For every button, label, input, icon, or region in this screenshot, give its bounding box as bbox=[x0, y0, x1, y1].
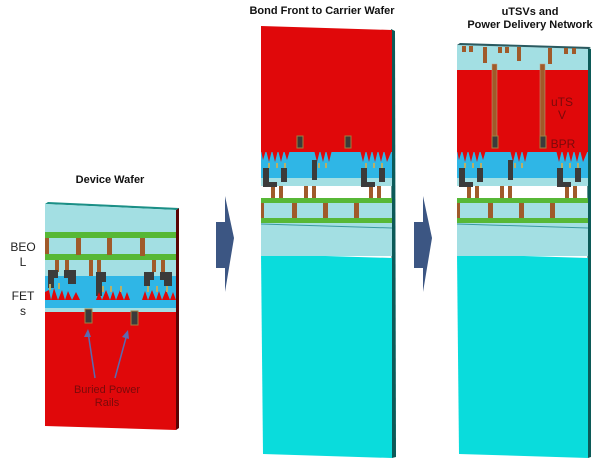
via bbox=[76, 238, 81, 255]
thinned-silicon bbox=[261, 26, 392, 152]
fin-array bbox=[45, 288, 176, 300]
annotation-arrow bbox=[87, 331, 96, 379]
buried-power-rail bbox=[344, 135, 352, 149]
buried-power-rails-label: Buried Power Rails bbox=[73, 384, 141, 409]
annotation-arrow bbox=[114, 333, 128, 379]
bpr-label: BPR bbox=[550, 137, 576, 151]
buried-power-rail bbox=[491, 135, 499, 149]
mol-contact bbox=[575, 168, 581, 182]
bond-interface bbox=[456, 223, 589, 229]
buried-power-rail bbox=[84, 308, 93, 324]
bonded-wafer-edge bbox=[391, 29, 396, 458]
via bbox=[279, 185, 283, 198]
via bbox=[573, 185, 577, 198]
via bbox=[488, 203, 493, 218]
beol-metal-line bbox=[45, 254, 176, 260]
mol-contact bbox=[477, 168, 483, 182]
mol-contact bbox=[96, 272, 106, 296]
beol-metal-line bbox=[457, 218, 588, 223]
via bbox=[271, 185, 275, 198]
device-substrate bbox=[45, 300, 176, 430]
arrowhead-icon bbox=[122, 330, 129, 339]
via bbox=[550, 203, 555, 218]
buried-power-rail bbox=[130, 310, 139, 326]
via bbox=[152, 260, 156, 272]
carrier-wafer bbox=[457, 254, 588, 458]
panel-title-utsv-wafer: uTSVs and Power Delivery Network bbox=[467, 6, 593, 31]
utsv-label: uTS V bbox=[550, 95, 573, 122]
mol-contact bbox=[144, 272, 154, 286]
beol-metal-line bbox=[457, 198, 588, 203]
via bbox=[565, 185, 569, 198]
via bbox=[45, 238, 49, 254]
mol-contact bbox=[281, 168, 287, 182]
right-arrow-icon bbox=[414, 196, 432, 292]
gate-array bbox=[49, 283, 168, 292]
via bbox=[97, 260, 101, 272]
via bbox=[508, 185, 512, 198]
mol-contact bbox=[379, 168, 385, 182]
utsv-wafer-stack bbox=[456, 43, 591, 458]
thinned-silicon bbox=[457, 70, 588, 152]
mol-contact bbox=[312, 160, 317, 180]
mol-contact bbox=[459, 168, 473, 187]
mol-contact bbox=[508, 160, 513, 180]
mol-contact bbox=[48, 270, 58, 288]
gate-array bbox=[268, 163, 383, 168]
mol-contact bbox=[263, 168, 277, 187]
pdn-vias bbox=[462, 46, 576, 64]
buried-power-rail bbox=[296, 135, 304, 149]
arrowhead-icon bbox=[84, 329, 91, 337]
pdn-top-edge bbox=[457, 43, 591, 49]
mol-contact bbox=[361, 168, 375, 187]
via bbox=[140, 238, 145, 256]
via bbox=[500, 185, 504, 198]
right-arrow-icon bbox=[216, 196, 234, 292]
via bbox=[107, 238, 112, 255]
mol-contact bbox=[557, 168, 571, 187]
via bbox=[323, 203, 328, 218]
beol-metal-line bbox=[261, 218, 392, 223]
bonded-wafer-stack bbox=[260, 26, 396, 458]
panel-title-device-wafer: Device Wafer bbox=[75, 174, 145, 186]
via bbox=[354, 203, 359, 218]
via bbox=[475, 185, 479, 198]
mol-contact bbox=[160, 272, 172, 286]
via bbox=[161, 260, 165, 272]
fin-array bbox=[457, 150, 588, 162]
via bbox=[304, 185, 308, 198]
via bbox=[369, 185, 373, 198]
beol-metal-line bbox=[261, 198, 392, 203]
utsv bbox=[539, 63, 546, 137]
via bbox=[261, 203, 264, 218]
via bbox=[519, 203, 524, 218]
fin-array bbox=[261, 150, 392, 162]
via bbox=[312, 185, 316, 198]
beol-label: BEO L bbox=[10, 240, 36, 269]
via bbox=[55, 260, 59, 272]
gate-array bbox=[464, 163, 579, 168]
device-wafer-stack bbox=[45, 202, 179, 430]
via bbox=[467, 185, 471, 198]
via bbox=[65, 260, 69, 272]
via bbox=[292, 203, 297, 218]
device-wafer-edge bbox=[176, 208, 179, 430]
beol-metal-line bbox=[45, 232, 176, 238]
mol-contact bbox=[64, 270, 76, 284]
device-oxide-lower bbox=[457, 178, 588, 186]
utsv bbox=[491, 63, 498, 137]
via bbox=[377, 185, 381, 198]
buried-power-rail bbox=[539, 135, 547, 149]
power-delivery-network bbox=[457, 45, 588, 70]
device-wafer-top-edge bbox=[45, 202, 179, 210]
panel-title-bonded-wafer: Bond Front to Carrier Wafer bbox=[249, 5, 395, 17]
via bbox=[457, 203, 460, 218]
carrier-wafer bbox=[261, 254, 392, 458]
via bbox=[89, 260, 93, 276]
device-oxide-lower bbox=[261, 178, 392, 186]
bond-interface bbox=[260, 223, 393, 229]
fets-label: FET s bbox=[11, 289, 35, 318]
